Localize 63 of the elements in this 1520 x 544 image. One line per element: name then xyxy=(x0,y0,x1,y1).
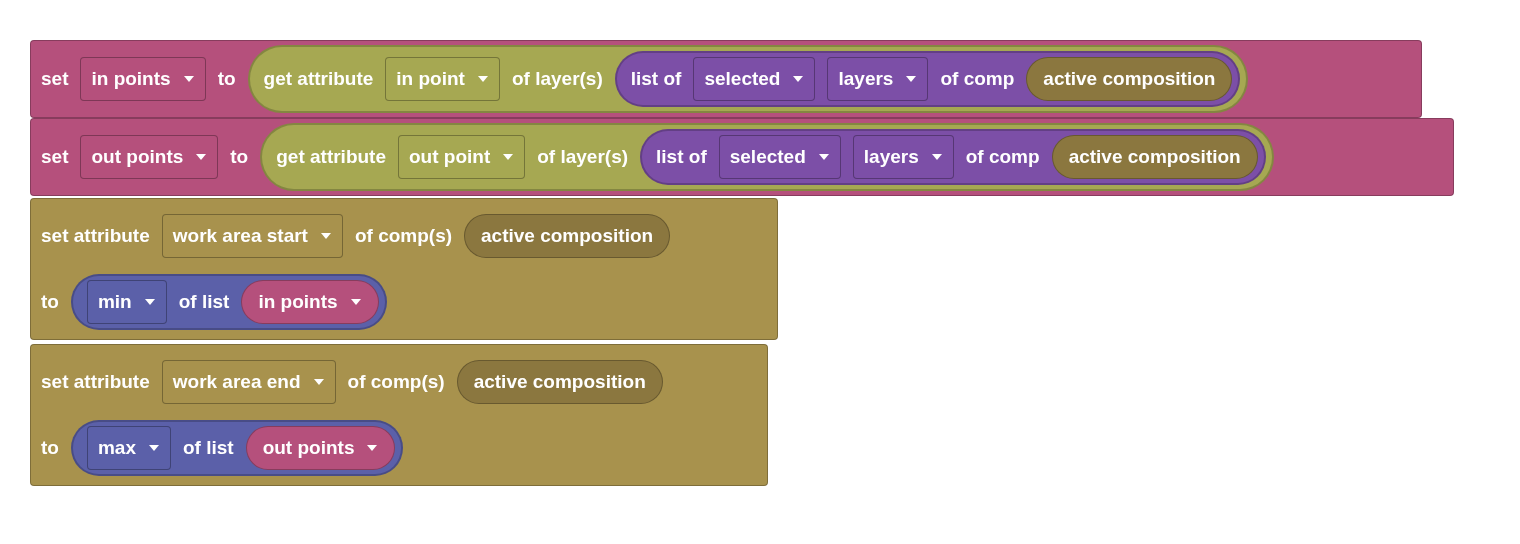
block-label: active composition xyxy=(1068,146,1241,168)
set-attribute-block xyxy=(30,344,768,486)
list-block xyxy=(640,129,1266,185)
set-block xyxy=(30,40,1422,118)
block-label: min xyxy=(97,291,132,313)
dropdown xyxy=(80,135,219,179)
block-label: get attribute xyxy=(263,68,374,90)
block-label: set attribute xyxy=(41,225,150,247)
block-label: active composition xyxy=(481,225,654,247)
block-label: set xyxy=(41,146,69,168)
dropdown xyxy=(80,57,206,101)
block-label: to xyxy=(217,68,236,90)
dropdown xyxy=(852,135,954,179)
block-label: of comp(s) xyxy=(347,371,445,393)
block-label: of comp(s) xyxy=(354,225,453,247)
block-label: out points xyxy=(91,146,184,168)
variable-pill xyxy=(241,280,379,324)
block-label: out point xyxy=(409,146,491,168)
dropdown xyxy=(161,360,336,404)
block-label: out points xyxy=(262,437,355,459)
dropdown xyxy=(827,57,929,101)
composition-pill xyxy=(456,360,663,404)
block-label: list of xyxy=(630,68,682,90)
composition-pill xyxy=(1026,57,1233,101)
block-label: in point xyxy=(396,68,465,90)
dropdown xyxy=(718,135,841,179)
block-label: active composition xyxy=(1043,68,1216,90)
block-label: set xyxy=(41,68,69,90)
block-label: in points xyxy=(91,68,171,90)
block-label: of layer(s) xyxy=(537,146,629,168)
block-label: selected xyxy=(729,146,806,168)
set-block xyxy=(30,118,1454,196)
block-label: list of xyxy=(656,146,707,168)
dropdown xyxy=(385,57,500,101)
block-label: in points xyxy=(258,291,338,313)
list-block xyxy=(614,51,1241,107)
block-label: work area start xyxy=(172,225,308,247)
dropdown xyxy=(161,214,343,258)
dropdown xyxy=(86,426,171,470)
block-label: layers xyxy=(838,68,894,90)
block-label: active composition xyxy=(473,371,646,393)
list-function-block xyxy=(70,274,387,330)
set-attribute-block xyxy=(30,198,778,340)
block-label: selected xyxy=(704,68,781,90)
block-label: set attribute xyxy=(41,371,150,393)
composition-pill xyxy=(1051,135,1258,179)
block-label: of comp xyxy=(965,146,1040,168)
block-label: of layer(s) xyxy=(511,68,603,90)
block-label: to xyxy=(41,291,59,313)
block-label: of list xyxy=(178,291,230,313)
dropdown xyxy=(693,57,816,101)
block-label: max xyxy=(97,437,136,459)
block-label: of comp xyxy=(940,68,1015,90)
composition-pill xyxy=(464,214,671,258)
variable-pill xyxy=(245,426,396,470)
block-label: work area end xyxy=(172,371,301,393)
block-label: layers xyxy=(863,146,919,168)
block-label: to xyxy=(230,146,249,168)
dropdown xyxy=(398,135,526,179)
block-label: get attribute xyxy=(276,146,386,168)
block-label: to xyxy=(41,437,59,459)
dropdown xyxy=(86,280,167,324)
block-label: of list xyxy=(182,437,234,459)
